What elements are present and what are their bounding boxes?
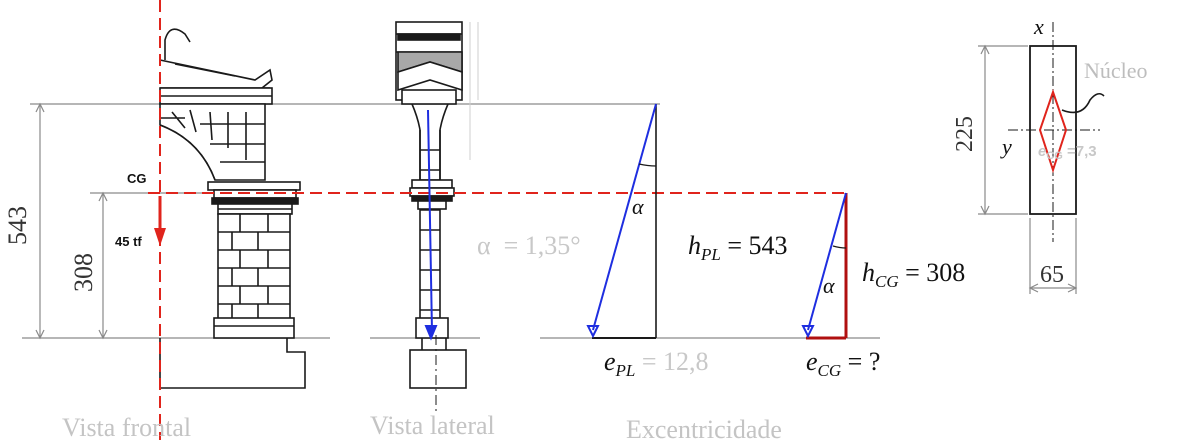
h-pl-label: hPL = 543 — [688, 231, 788, 264]
cg-label: CG — [127, 171, 147, 186]
section-ecg-label: eCG =7,3 — [1038, 143, 1097, 162]
cross-section — [978, 22, 1105, 294]
caption-front-view: Vista frontal — [62, 413, 191, 440]
alpha-angle-pl: α — [632, 194, 644, 219]
axis-y-label: y — [1000, 134, 1012, 159]
e-pl-label: ePL = 12,8 — [604, 347, 709, 380]
dim-225-label: 225 — [952, 116, 978, 152]
eccentricity-triangle-cg — [801, 192, 848, 340]
caption-side-view: Vista lateral — [370, 411, 495, 440]
side-view-blue-vector — [424, 109, 438, 341]
nucleo-label: Núcleo — [1084, 58, 1148, 83]
side-view-column — [395, 21, 479, 412]
caption-eccentricity: Excentricidade — [626, 415, 782, 440]
axis-x-label: x — [1033, 14, 1044, 39]
h-cg-label: hCG = 308 — [862, 258, 965, 291]
eccentricity-triangle-pl — [586, 103, 657, 339]
reference-lines — [22, 102, 880, 340]
dim-308-label: 308 — [69, 253, 98, 292]
force-arrow — [154, 196, 166, 246]
front-view-pier — [159, 28, 306, 389]
force-label: 45 tf — [115, 234, 142, 249]
dim-65-label: 65 — [1040, 262, 1064, 288]
alpha-equation: α = 1,35° — [477, 231, 581, 260]
dim-543-label: 543 — [3, 206, 32, 245]
e-cg-label: eCG = ? — [806, 347, 880, 380]
alpha-angle-cg: α — [823, 273, 835, 298]
